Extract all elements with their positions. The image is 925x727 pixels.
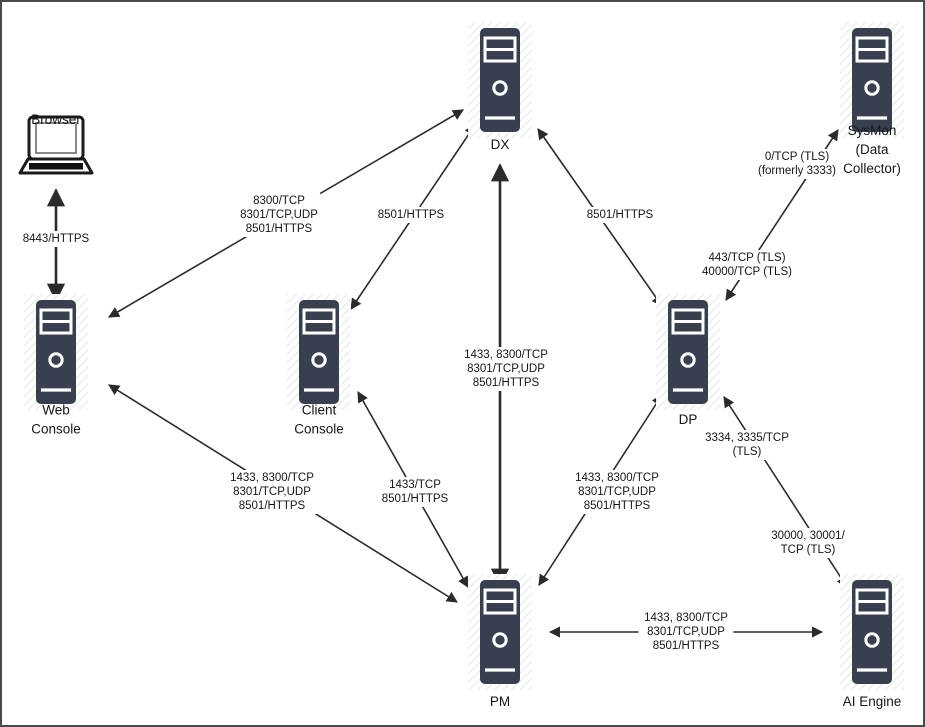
edge-label-backdrop — [21, 231, 91, 247]
edge-label-dp-ai-engine-top: 3334, 3335/TCP(TLS) — [705, 432, 789, 458]
power-button-icon — [680, 352, 696, 368]
node-ai_engine[interactable] — [840, 574, 904, 690]
edge-label-backdrop — [224, 470, 320, 514]
nodes-layer — [18, 22, 904, 690]
edge-label-dx-dp: 8501/HTTPS — [587, 209, 654, 221]
node-pm[interactable] — [468, 574, 532, 690]
edge-label-client-console-dx: 8501/HTTPS — [378, 209, 445, 221]
power-button-icon — [864, 80, 880, 96]
server-tower-icon — [852, 580, 892, 684]
server-tower-icon — [852, 28, 892, 132]
power-button-icon — [492, 632, 508, 648]
node-web_console[interactable] — [24, 294, 88, 410]
edge-label-backdrop — [569, 470, 665, 514]
edge-label-backdrop — [376, 207, 446, 223]
server-tower-icon — [480, 28, 520, 132]
edge-label-backdrop — [699, 430, 795, 460]
node-label-browser: Browser — [31, 112, 81, 127]
node-label-dx: DX — [491, 137, 510, 152]
edges-layer — [46, 109, 848, 638]
edge-label-backdrop — [237, 193, 321, 237]
laptop-screen — [35, 122, 77, 154]
server-tower-icon — [299, 300, 339, 404]
power-button-icon — [311, 352, 327, 368]
server-tower-icon — [668, 300, 708, 404]
power-button-icon — [864, 632, 880, 648]
node-label-pm: PM — [490, 694, 510, 709]
node-sysmon[interactable] — [840, 22, 904, 138]
server-tower-icon — [36, 300, 76, 404]
power-button-icon — [48, 352, 64, 368]
edge-label-sysmon-dp: 443/TCP (TLS)40000/TCP (TLS) — [702, 252, 792, 278]
power-button-icon — [492, 80, 508, 96]
edge-label-browser-web-console: 8443/HTTPS — [23, 233, 90, 245]
laptop-keyboard — [29, 163, 83, 170]
edge-label-backdrop — [763, 528, 853, 558]
edge-label-backdrop — [380, 477, 450, 507]
edge-label-backdrop — [746, 149, 848, 179]
edge-label-sysmon-dp-top: 0/TCP (TLS)(formerly 3333) — [758, 151, 836, 177]
node-label-dp: DP — [679, 412, 698, 427]
edge-label-backdrop — [638, 610, 734, 654]
edge-label-dp-ai-engine: 30000, 30001/TCP (TLS) — [771, 530, 845, 556]
edge-label-backdrop — [696, 250, 798, 280]
node-label-ai_engine: AI Engine — [843, 694, 902, 709]
server-tower-icon — [480, 580, 520, 684]
node-dp[interactable] — [656, 294, 720, 410]
node-dx[interactable] — [468, 22, 532, 138]
edge-dp-ai-engine — [723, 396, 848, 588]
edge-label-backdrop — [458, 347, 554, 391]
edge-label-backdrop — [585, 207, 655, 223]
node-browser[interactable] — [18, 115, 94, 175]
node-client_console[interactable] — [287, 294, 351, 410]
